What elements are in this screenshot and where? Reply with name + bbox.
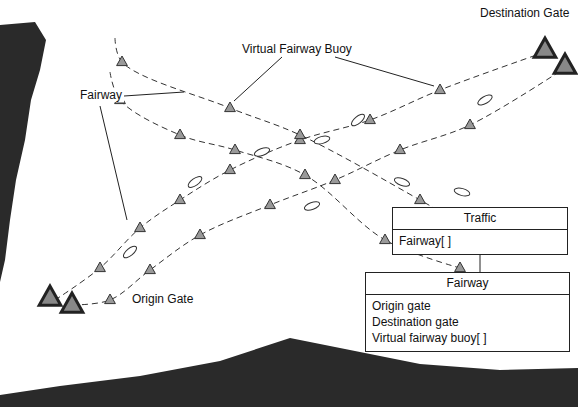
- virtual-buoy: [455, 262, 466, 272]
- virtual-buoy: [135, 222, 146, 232]
- attribute: Destination gate: [372, 314, 563, 330]
- ship: [313, 135, 330, 146]
- fairway-line: [115, 38, 475, 232]
- gate-marker: [39, 286, 61, 305]
- attribute: Fairway[ ]: [399, 233, 561, 249]
- class-name: Traffic: [393, 208, 567, 230]
- virtual-buoy: [465, 119, 476, 129]
- virtual-buoy: [225, 164, 236, 174]
- class-box: FairwayOrigin gateDestination gateVirtua…: [365, 272, 570, 352]
- ship: [350, 112, 367, 128]
- virtual-buoy: [175, 129, 186, 139]
- fairway-lanes: [55, 38, 565, 305]
- attribute: Origin gate: [372, 298, 563, 314]
- map-label: Origin Gate: [130, 292, 195, 306]
- gate-marker: [534, 38, 556, 57]
- virtual-buoy: [295, 129, 306, 139]
- ship: [393, 176, 410, 188]
- virtual-buoy: [95, 262, 106, 272]
- leader-line: [335, 57, 434, 86]
- virtual-buoy: [365, 114, 376, 124]
- fairway-line: [72, 68, 565, 305]
- virtual-buoy: [380, 234, 391, 244]
- leader-lines: [100, 57, 434, 220]
- virtual-buoy: [145, 264, 156, 274]
- gate-marker: [554, 54, 576, 73]
- leader-line: [124, 92, 184, 96]
- fairway-line: [55, 52, 545, 300]
- virtual-buoy: [330, 174, 341, 184]
- virtual-buoy: [230, 144, 241, 154]
- attribute-compartment: Fairway[ ]: [393, 230, 567, 254]
- virtual-buoy: [300, 169, 311, 179]
- map-label: Destination Gate: [478, 6, 571, 20]
- virtual-buoy: [415, 194, 426, 204]
- attribute-compartment: Origin gateDestination gateVirtual fairw…: [366, 295, 569, 351]
- ship: [453, 187, 470, 198]
- map-label: Virtual Fairway Buoy: [240, 42, 354, 56]
- ship: [253, 146, 270, 158]
- virtual-buoy: [195, 229, 206, 239]
- virtual-buoy: [265, 199, 276, 209]
- virtual-buoy: [435, 84, 446, 94]
- ship: [186, 175, 203, 190]
- virtual-buoy: [117, 56, 128, 66]
- attribute: Virtual fairway buoy[ ]: [372, 330, 563, 346]
- virtual-buoy: [105, 294, 116, 304]
- class-name: Fairway: [366, 273, 569, 295]
- association-line: [480, 255, 481, 272]
- left-coast: [0, 22, 46, 282]
- class-box: TrafficFairway[ ]: [392, 207, 568, 255]
- ship: [122, 244, 139, 260]
- buoys: [95, 56, 481, 304]
- virtual-buoy: [175, 194, 186, 204]
- ship: [303, 200, 320, 212]
- virtual-buoy: [225, 102, 236, 112]
- ship: [476, 93, 493, 107]
- leader-line: [100, 106, 127, 220]
- gate-marker: [61, 293, 83, 312]
- virtual-buoy: [395, 144, 406, 154]
- map-label: Fairway: [78, 88, 124, 102]
- leader-line: [234, 57, 282, 101]
